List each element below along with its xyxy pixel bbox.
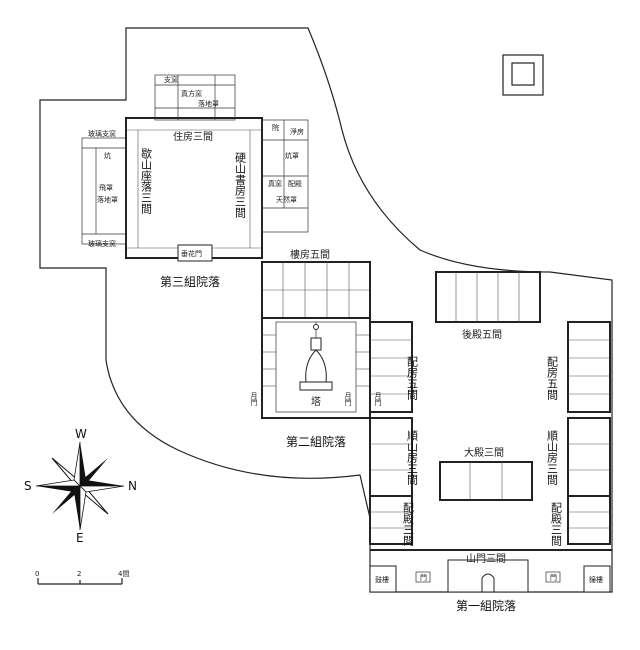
shun-right-label: 順山房三間: [546, 430, 559, 486]
tower-base: [502, 54, 544, 96]
shanmen-label: 山門三間: [466, 553, 506, 565]
luodizhao-label: 落地罩: [97, 195, 118, 204]
jing-label: 淨房: [290, 127, 304, 136]
first-compound: [369, 271, 612, 593]
compass-north-label: N: [128, 479, 137, 493]
glass-room-top-label: 玻璃支窯: [88, 129, 116, 138]
peifang-right-label: 配房五間: [546, 356, 559, 401]
peidian-right-label: 配殿三間: [550, 502, 563, 547]
moon-gate-right2-label: 月門: [374, 392, 382, 407]
peifang-left-label: 配房五間: [406, 356, 419, 401]
compass-west-label: W: [75, 427, 87, 441]
scale-zero-label: 0: [35, 570, 39, 578]
peidian2-label: 配殿: [288, 180, 302, 188]
compass-rose: [35, 441, 125, 531]
men-right-label: 門: [550, 574, 557, 582]
west-hall-label: 歇山座落三間: [140, 148, 153, 215]
gulou-label: 鼓樓: [375, 575, 389, 584]
second-compound: [261, 261, 371, 419]
second-group-label: 第二組院落: [286, 435, 346, 449]
moon-gate-right-label: 月門: [344, 392, 352, 407]
glass-room-bottom-label: 玻璃支窯: [88, 239, 116, 248]
compass-south-label: S: [24, 479, 32, 493]
site-boundary: [39, 27, 613, 593]
north-hall-label: 住房三間: [173, 130, 213, 143]
tianran-label: 天然罩: [276, 195, 297, 204]
scale-four-label: 4間: [118, 570, 129, 578]
pagoda-label: 塔: [311, 395, 321, 408]
scale-two-label: 2: [77, 570, 81, 578]
east-hall-label: 硬山書房三間: [234, 152, 247, 219]
luodi2-label: 落地罩: [198, 99, 219, 108]
shun-left-label: 順山房三間: [406, 430, 419, 486]
houdian-label: 後殿五間: [462, 328, 502, 341]
third-compound: [81, 74, 309, 262]
scale-bar: [37, 578, 123, 585]
zhonglou-label: 鐘樓: [589, 575, 603, 584]
gate-label: 垂花門: [181, 249, 202, 258]
kang-label: 炕: [104, 151, 111, 160]
third-group-label: 第三組院落: [160, 275, 220, 289]
pagoda-icon: [299, 322, 333, 391]
zhenfang-label: 真方窯: [181, 89, 202, 98]
men-left-label: 門: [420, 574, 427, 582]
first-group-label: 第一組院落: [456, 599, 516, 613]
yuan-label: 院: [272, 123, 279, 132]
tower-top: [511, 62, 535, 86]
zhen-label: 真窯: [268, 179, 282, 188]
zhichuang-label: 支窯: [164, 75, 178, 84]
moon-gate-left-label: 月門: [250, 392, 258, 407]
compass-east-label: E: [76, 531, 84, 545]
peidian-left-label: 配殿三間: [402, 502, 415, 547]
dadian-label: 大殿三間: [464, 446, 504, 459]
feizhao-label: 飛罩: [99, 184, 113, 192]
zhao-label: 炕罩: [285, 151, 299, 160]
lou-label: 樓房五間: [290, 248, 330, 261]
